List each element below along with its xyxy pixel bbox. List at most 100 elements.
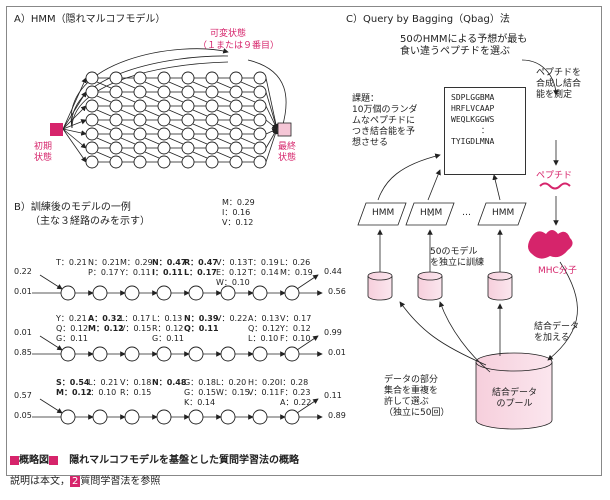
hmm-state-node <box>85 155 99 169</box>
fifty-models-note: 50のモデル を独立に訓練 <box>430 247 485 268</box>
hmm-state-node <box>229 85 243 99</box>
task-note: 課題： 10万個のランダ ムなペプチドに つき結合能を予 想させる <box>352 94 418 148</box>
hmm-state-node <box>253 71 267 85</box>
model-state-node <box>220 346 236 362</box>
figure-frame <box>6 6 602 476</box>
caption-text: 隠れマルコフモデルを基盤とした質問学習法の概略 <box>69 455 299 466</box>
hmm-label-1: HMM <box>372 208 395 218</box>
panel-b-title: B）訓練後のモデルの一例 <box>14 202 131 213</box>
pool-label: 結合データ のプール <box>492 388 538 409</box>
caption-label: 概略図 <box>19 455 49 466</box>
subset-cylinders <box>367 271 513 301</box>
hmm-state-node <box>157 99 171 113</box>
hmm-state-node <box>109 113 123 127</box>
panel-c-title: C）Query by Bagging（Qbag）法 <box>346 14 510 25</box>
resample-note: データの部分 集合を重複を 許して選ぶ （独立に50回） <box>384 375 450 418</box>
peptide-shape <box>539 182 571 190</box>
hmm-state-node <box>109 127 123 141</box>
hmm-state-node <box>229 127 243 141</box>
model-state-node <box>156 285 172 301</box>
hmm-state-node <box>133 71 147 85</box>
hmm-state-node <box>109 85 123 99</box>
caption-square-icon <box>49 455 58 465</box>
transition-probability: 0.01 <box>14 328 32 337</box>
hmm-state-node <box>85 141 99 155</box>
hmm-state-node <box>229 99 243 113</box>
hmm-label-2: HMM <box>420 208 443 218</box>
transition-probability: 0.22 <box>14 267 32 276</box>
model-state-node <box>60 285 76 301</box>
model-state-node <box>156 409 172 425</box>
model-state-node <box>60 346 76 362</box>
hmm-state-node <box>133 155 147 169</box>
model-state-node <box>252 346 268 362</box>
emission-probabilities: V：0.13 E：0.12 W：0.10 <box>216 258 250 287</box>
emission-probabilities: T：0.21 <box>56 258 87 267</box>
hmm-state-node <box>253 113 267 127</box>
transition-probability: 0.11 <box>324 391 342 400</box>
hmm-state-node <box>205 141 219 155</box>
hmm-state-node <box>157 127 171 141</box>
emission-probabilities: I：0.28 F：0.23 A：0.22 <box>280 378 312 407</box>
mhc-molecule-shape <box>528 230 573 259</box>
emission-probabilities: L：0.21 I：0.10 <box>88 378 119 397</box>
model-state-node <box>220 409 236 425</box>
peptide-seq: ： <box>481 126 489 135</box>
emission-probabilities: L：0.26 M：0.19 <box>280 258 313 277</box>
model-state-node <box>252 409 268 425</box>
variable-state-note: （１または９番目） <box>198 41 280 51</box>
transition-probability: 0.85 <box>14 348 32 357</box>
hmm-state-node <box>157 85 171 99</box>
peptide-seq: HRFLVCAAP <box>451 104 495 113</box>
hmm-state-node <box>229 141 243 155</box>
hmm-state-node <box>205 113 219 127</box>
transition-probability: 0.01 <box>14 287 32 296</box>
emission-probabilities: L：0.17 V：0.15 <box>120 314 152 333</box>
final-state-label: 最終 状態 <box>278 142 297 163</box>
synthesize-note: ペプチドを 合成し結合 能を測定 <box>536 68 582 100</box>
add-data-note: 結合データ を加える <box>534 322 580 343</box>
footer-link: 質問学習法を参照 <box>80 476 161 487</box>
model-state-node <box>156 346 172 362</box>
hmm-state-node <box>109 71 123 85</box>
model-state-node <box>188 409 204 425</box>
hmm-state-node <box>109 155 123 169</box>
variable-state-label: 可変状態 <box>210 29 247 39</box>
hmm-state-node <box>253 155 267 169</box>
peptide-label: ペプチド <box>536 171 573 181</box>
hmm-state-node <box>85 85 99 99</box>
hmm-state-node <box>205 99 219 113</box>
emission-probabilities: L：0.13 R：0.12 G：0.11 <box>152 314 185 343</box>
hmm-state-node <box>253 141 267 155</box>
hmm-state-node <box>85 127 99 141</box>
model-state-node <box>284 285 300 301</box>
hmm-state-node <box>253 85 267 99</box>
model-state-node <box>252 285 268 301</box>
hmm-state-node <box>157 71 171 85</box>
hmm-state-node <box>181 127 195 141</box>
emission-probabilities: V：0.17 Y：0.12 F：0.10 <box>280 314 312 343</box>
footer-text: 説明は本文， <box>10 476 70 487</box>
transition-probability: 0.44 <box>324 267 342 276</box>
hmm-state-node <box>205 71 219 85</box>
panel-c-arrows <box>377 59 578 373</box>
data-pool-cylinder <box>475 352 553 430</box>
hmm-state-node <box>133 85 147 99</box>
final-state-box <box>277 122 292 137</box>
hmm-state-node <box>181 99 195 113</box>
emission-probabilities: A：0.32 M：0.12 <box>88 314 124 333</box>
hmm-state-node <box>229 155 243 169</box>
hmm-state-node <box>229 113 243 127</box>
model-state-node <box>284 409 300 425</box>
emission-probabilities: G：0.18 G：0.15 K：0.14 <box>184 378 217 407</box>
model-state-node <box>188 285 204 301</box>
hmm-state-node <box>157 141 171 155</box>
peptide-seq: TYIGDLMNA <box>451 137 495 146</box>
footer-number: 2 <box>70 476 81 487</box>
hmm-state-node <box>181 155 195 169</box>
hmm-ellipsis: … <box>462 208 471 218</box>
model-state-node <box>124 409 140 425</box>
hmm-state-node <box>205 127 219 141</box>
emission-probabilities: R：0.47 L：0.17 <box>184 258 218 277</box>
